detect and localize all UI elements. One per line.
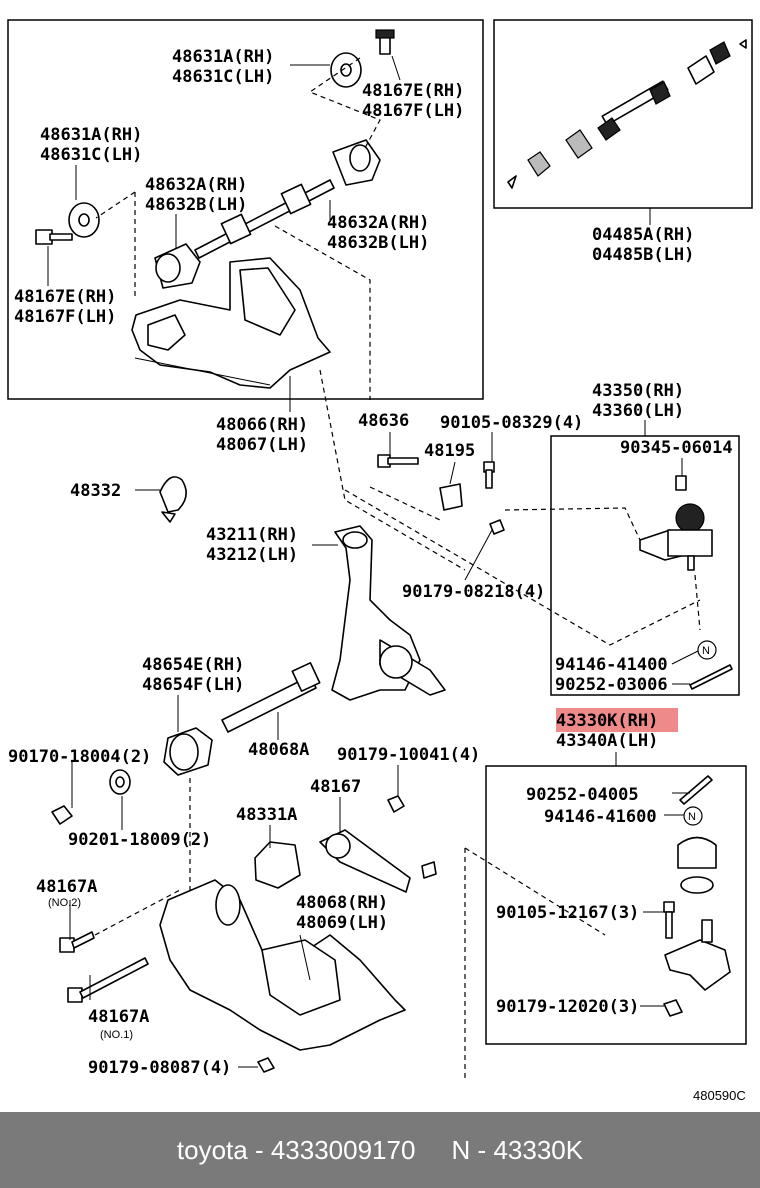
callout-48331a: 48331A bbox=[236, 805, 297, 825]
upper-ball-joint-drawing bbox=[639, 475, 733, 690]
callout-90201-18009: 90201-18009(2) bbox=[68, 830, 211, 850]
callout-48631c-lh: 48631C(LH) bbox=[172, 67, 274, 87]
callout-94146-41400: 94146-41400 bbox=[555, 655, 668, 675]
svg-text:N: N bbox=[702, 645, 710, 657]
callout-48068a: 48068A bbox=[248, 740, 309, 760]
callout-90105-08329: 90105-08329(4) bbox=[440, 413, 583, 433]
callout-48631a-rh: 48631A(RH) bbox=[172, 47, 274, 67]
callout-43360-lh: 43360(LH) bbox=[592, 401, 684, 421]
callout-48654f-lh: 48654F(LH) bbox=[142, 675, 244, 695]
callout-48167a-no2: 48167A bbox=[36, 877, 97, 897]
callout-90252-04005: 90252-04005 bbox=[526, 785, 639, 805]
callout-48636: 48636 bbox=[358, 411, 409, 431]
callout-48167f-lh-top: 48167F(LH) bbox=[362, 101, 464, 121]
callout-48332: 48332 bbox=[70, 481, 121, 501]
callout-no2: (NO.2) bbox=[48, 897, 81, 909]
middle-drawing bbox=[159, 369, 701, 701]
lower-drawing bbox=[51, 662, 606, 1080]
callout-48654e-rh: 48654E(RH) bbox=[142, 655, 244, 675]
n-marker-upper: N bbox=[697, 640, 717, 660]
callout-90252-03006: 90252-03006 bbox=[555, 675, 668, 695]
n-marker-lower: N bbox=[683, 806, 703, 826]
callout-90345-06014: 90345-06014 bbox=[620, 438, 733, 458]
driveshaft-frame bbox=[493, 19, 753, 209]
callout-no1: (NO.1) bbox=[100, 1029, 133, 1041]
callout-43350-rh: 43350(RH) bbox=[592, 381, 684, 401]
callout-90105-12167: 90105-12167(3) bbox=[496, 903, 639, 923]
diagram-code: 480590C bbox=[693, 1088, 746, 1103]
highlight-43330k bbox=[556, 708, 678, 732]
callout-48066-rh: 48066(RH) bbox=[216, 415, 308, 435]
callout-48069-lh: 48069(LH) bbox=[296, 913, 388, 933]
callout-labels: 48631A(RH) 48631C(LH) 48167E(RH) 48167F(… bbox=[8, 47, 733, 1078]
callout-48167e-rh-left: 48167E(RH) bbox=[14, 287, 116, 307]
svg-text:N: N bbox=[688, 811, 696, 823]
driveshaft-drawing bbox=[507, 39, 747, 189]
callout-90179-08218: 90179-08218(4) bbox=[402, 582, 545, 602]
upper-arm-frame bbox=[7, 19, 484, 400]
callout-43212-lh: 43212(LH) bbox=[206, 545, 298, 565]
callout-94146-41600: 94146-41600 bbox=[544, 807, 657, 827]
part-info-footer: toyota - 4333009170 N - 43330K bbox=[0, 1112, 760, 1188]
callout-43211-rh: 43211(RH) bbox=[206, 525, 298, 545]
callout-04485b-lh: 04485B(LH) bbox=[592, 245, 694, 265]
callout-90179-12020: 90179-12020(3) bbox=[496, 997, 639, 1017]
leader-lines bbox=[47, 55, 701, 1068]
callout-48632a-rh-2: 48632A(RH) bbox=[327, 213, 429, 233]
callout-48631a-rh-2: 48631A(RH) bbox=[40, 125, 142, 145]
callout-90170-18004: 90170-18004(2) bbox=[8, 747, 151, 767]
callout-48167a-no1: 48167A bbox=[88, 1007, 149, 1027]
callout-48167e-rh-top: 48167E(RH) bbox=[362, 81, 464, 101]
callout-43330k-rh: 43330K(RH) bbox=[556, 711, 658, 731]
upper-arm-drawing bbox=[35, 29, 395, 400]
parts-diagram: 48631A(RH) 48631C(LH) 48167E(RH) 48167F(… bbox=[7, 19, 753, 1103]
callout-48068-rh: 48068(RH) bbox=[296, 893, 388, 913]
callout-48632a-rh: 48632A(RH) bbox=[145, 175, 247, 195]
callout-48167f-lh-left: 48167F(LH) bbox=[14, 307, 116, 327]
callout-48631c-lh-2: 48631C(LH) bbox=[40, 145, 142, 165]
callout-43340a-lh: 43340A(LH) bbox=[556, 731, 658, 751]
callout-48167: 48167 bbox=[310, 777, 361, 797]
callout-48632b-lh: 48632B(LH) bbox=[145, 195, 247, 215]
callout-48067-lh: 48067(LH) bbox=[216, 435, 308, 455]
callout-90179-08087: 90179-08087(4) bbox=[88, 1058, 231, 1078]
callout-48195: 48195 bbox=[424, 441, 475, 461]
callout-90179-10041: 90179-10041(4) bbox=[337, 745, 480, 765]
callout-04485a-rh: 04485A(RH) bbox=[592, 225, 694, 245]
callout-48632b-lh-2: 48632B(LH) bbox=[327, 233, 429, 253]
